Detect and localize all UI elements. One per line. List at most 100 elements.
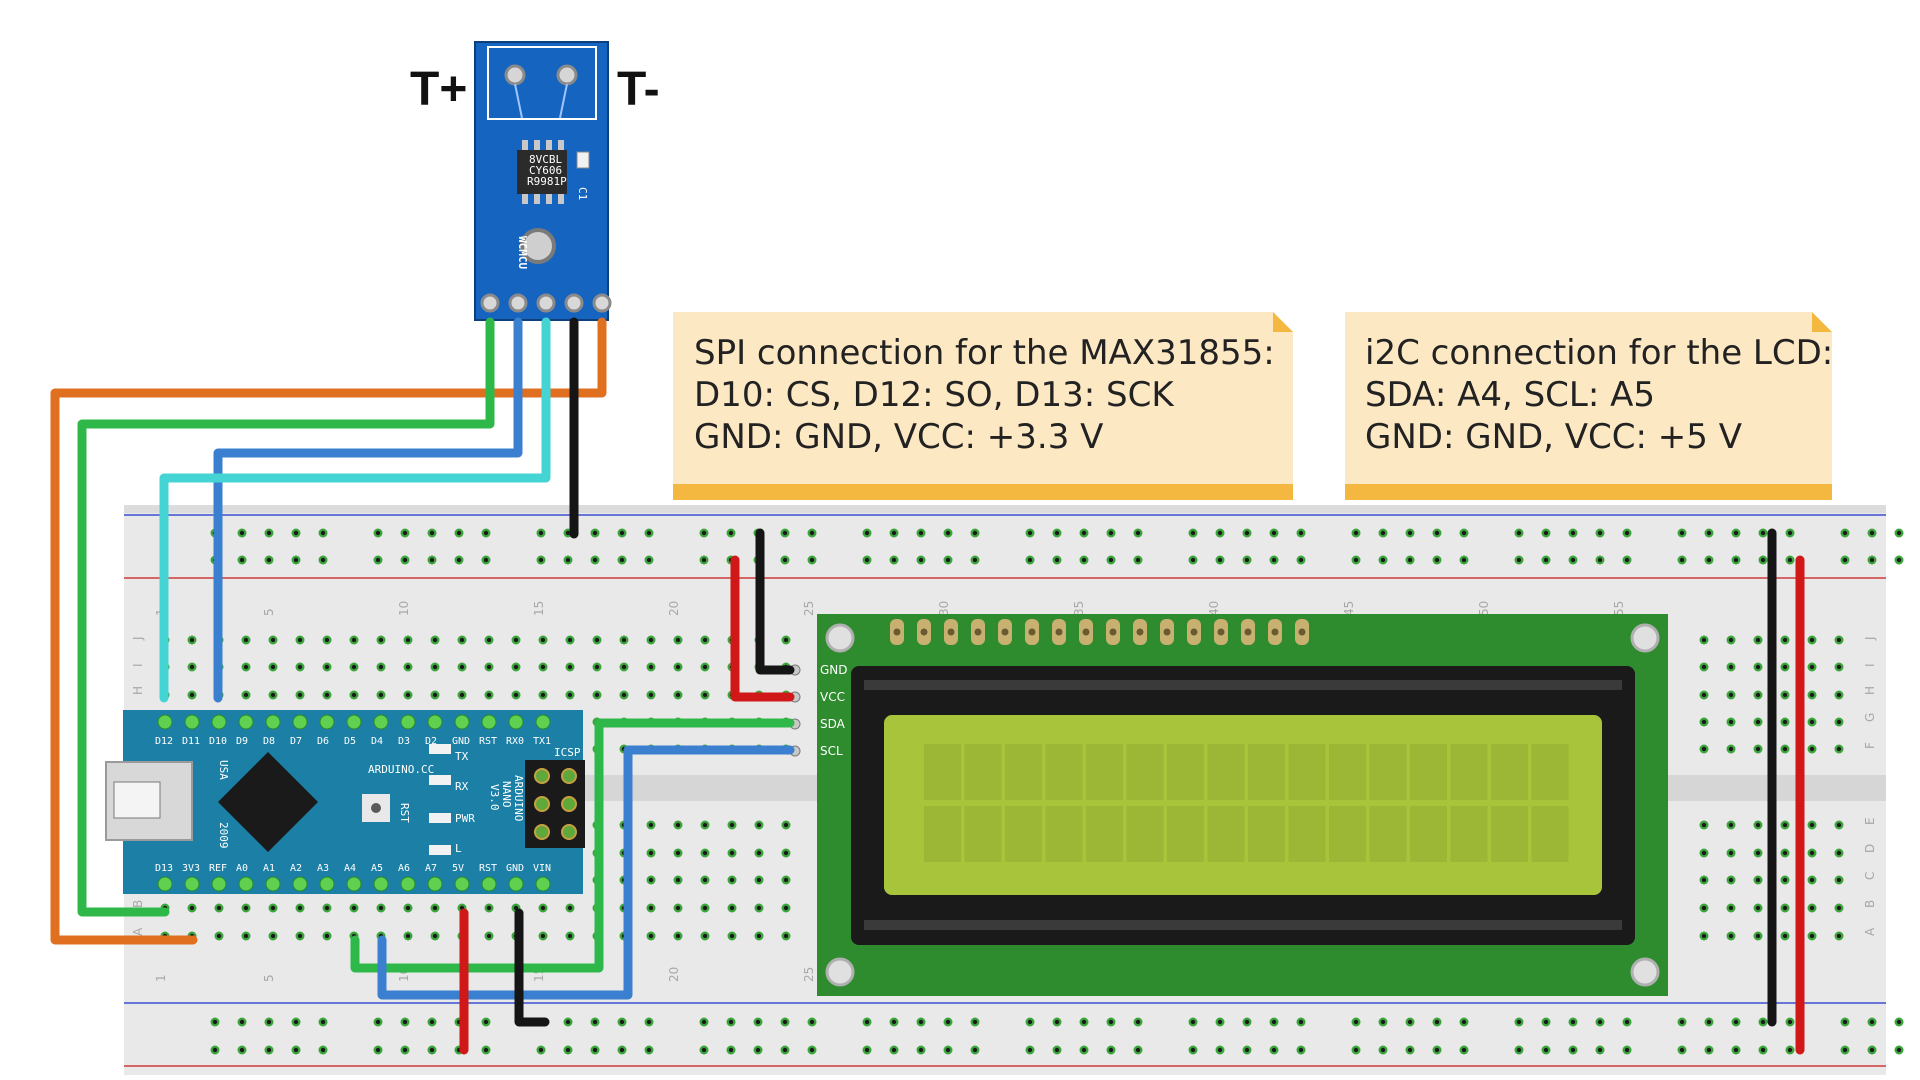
breadboard-hole-center [1787,1047,1793,1053]
breadboard-hole-center [918,530,924,536]
breadboard-hole-center [483,1047,489,1053]
note-i2c-footer [1345,484,1832,500]
breadboard-hole-center [648,637,654,643]
breadboard-hole-center [1597,530,1603,536]
lcd-header-pin-hole [1271,628,1279,636]
breadboard-hole-center [675,664,681,670]
nano-pin-label-tx1: TX1 [533,736,551,747]
breadboard-hole-center [1298,530,1304,536]
lcd-char-cell [1086,744,1123,800]
thermo-traces [514,83,568,119]
breadboard-hole-center [646,557,652,563]
note-i2c-line2: SDA: A4, SCL: A5 [1365,375,1655,415]
lcd-pin-label-sda: SDA [820,717,846,731]
breadboard-hole-center [646,1047,652,1053]
breadboard-hole-center [1679,530,1685,536]
breadboard-hole-center [1570,557,1576,563]
breadboard-hole-center [1733,557,1739,563]
breadboard-hole-center [540,692,546,698]
breadboard-hole-center [540,933,546,939]
breadboard-hole-center [1701,637,1707,643]
breadboard-hole-center [567,905,573,911]
nano-name-1: ARDUINO [512,775,525,821]
breadboard-hole-center [945,1047,951,1053]
breadboard-hole-center [486,637,492,643]
nano-pin-a4 [346,876,362,892]
nano-pin-label-d3: D3 [398,736,410,747]
breadboard-hole-center [189,905,195,911]
lcd-char-cell [1531,744,1569,800]
nano-pin-label-ref: REF [209,863,227,874]
lcd-char-cell [1126,744,1164,800]
nano-pin-d7 [292,714,308,730]
lcd-header-pin-hole [893,628,901,636]
note-spi-fold [1273,312,1293,332]
nano-pin-label-gnd: GND [506,863,524,874]
led-tx [429,744,451,754]
breadboard-hole-center [324,664,330,670]
row-letter: F [1863,742,1877,749]
nano-pin-label-d6: D6 [317,736,329,747]
breadboard-hole-center [1760,1019,1766,1025]
lcd-header-pin-hole [1055,628,1063,636]
breadboard-hole-center [1380,530,1386,536]
icsp-pin [534,768,550,784]
lcd-char-cell [1207,744,1245,800]
breadboard-hole-center [189,692,195,698]
lcd-char-cell [964,806,1002,862]
breadboard-hole-center [405,637,411,643]
nano-pin-a1 [265,876,281,892]
breadboard-hole-center [1755,877,1761,883]
breadboard-hole-center [1054,1047,1060,1053]
row-letter: A [1863,927,1877,936]
lcd-header-pin-hole [1109,628,1117,636]
breadboard-hole-center [1728,719,1734,725]
nano-pin-label-d5: D5 [344,736,356,747]
breadboard-hole-center [432,905,438,911]
nano-pin-label-rst: RST [479,736,497,747]
breadboard-hole-center [1135,1047,1141,1053]
breadboard-hole-center [1407,530,1413,536]
breadboard-hole-center [648,822,654,828]
row-letter: A [131,927,145,936]
lcd-header-pin-hole [920,628,928,636]
nano-pin-d6 [319,714,335,730]
breadboard-hole-center [648,877,654,883]
nano-pin-label-rst: RST [479,863,497,874]
nano-pin-d5 [346,714,362,730]
note-spi-line2: D10: CS, D12: SO, D13: SCK [694,375,1175,415]
breadboard-hole-center [755,1019,761,1025]
breadboard-hole-center [1755,719,1761,725]
breadboard-hole-center [756,905,762,911]
nano-pin-d11 [184,714,200,730]
nano-pin-label-a2: A2 [290,863,302,874]
breadboard-hole-center [1836,905,1842,911]
nano-pin-label-5v: 5V [452,863,464,874]
breadboard-hole-center [1728,877,1734,883]
breadboard-hole-center [648,905,654,911]
breadboard-hole-center [1081,557,1087,563]
lcd-char-cell [1167,806,1204,862]
breadboard-hole-center [513,637,519,643]
breadboard-hole-center [1543,1019,1549,1025]
nano-pin-label-a3: A3 [317,863,329,874]
nano-mcu-chip [218,752,318,852]
breadboard-hole-center [1836,664,1842,670]
column-number: 10 [397,601,411,616]
breadboard-hole-center [270,664,276,670]
lcd-mount-hole-tl [825,623,855,653]
breadboard-hole-center [701,557,707,563]
row-letter: G [1863,713,1877,722]
breadboard-hole-center [1782,933,1788,939]
breadboard-hole-center [756,822,762,828]
led-l-label: L [455,842,462,855]
breadboard-hole-center [592,557,598,563]
lcd-char-cell [1450,806,1488,862]
breadboard-hole-center [402,1019,408,1025]
lcd-char-cell [924,744,961,800]
breadboard-hole-center [1782,850,1788,856]
note-i2c: i2C connection for the LCD: SDA: A4, SCL… [1345,312,1833,500]
breadboard-hole-center [1679,557,1685,563]
thermo-header-pin [480,293,500,313]
breadboard-hole-center [918,557,924,563]
